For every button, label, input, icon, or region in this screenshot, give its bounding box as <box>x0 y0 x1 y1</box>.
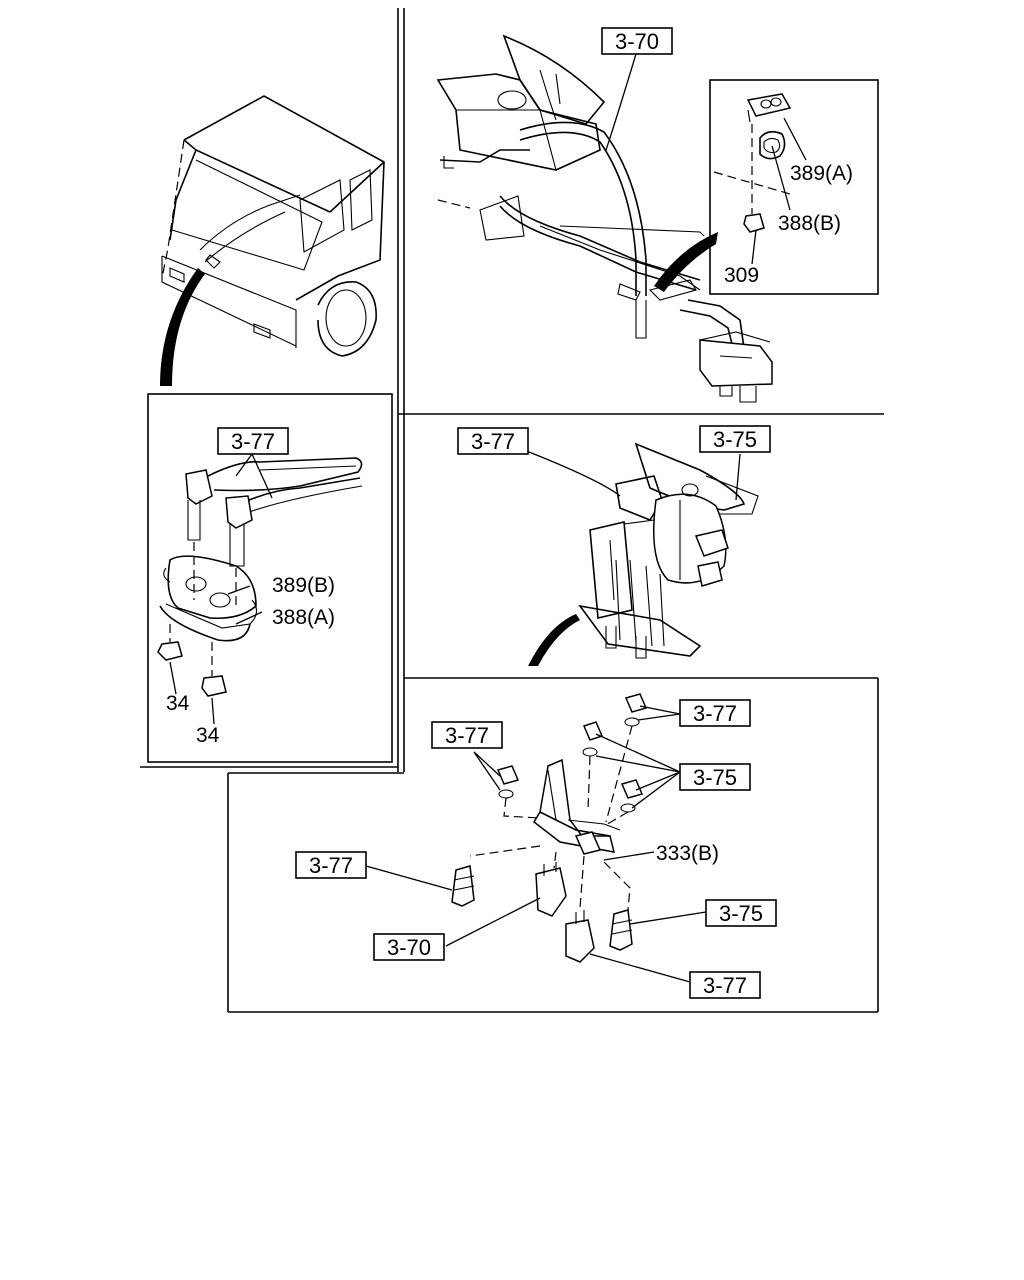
part-number-34-upper: 34 <box>166 692 190 715</box>
reference-box-bottom-bottom-right: 3-77 <box>689 971 761 999</box>
reference-box-bottom-top-left: 3-77 <box>431 721 503 749</box>
ref-label: 3-70 <box>387 935 431 960</box>
frame-lines <box>140 8 884 1013</box>
ref-label: 3-77 <box>693 701 737 726</box>
part-number-34-lower: 34 <box>196 724 220 747</box>
truck-cab-illustration <box>160 95 385 386</box>
ref-label: 3-77 <box>309 853 353 878</box>
lever-assembly-top <box>436 34 773 403</box>
reference-box-bottom-left: 3-77 <box>295 851 367 879</box>
ref-label: 3-70 <box>615 29 659 54</box>
part-number-309: 309 <box>724 264 759 287</box>
ref-label: 3-75 <box>719 901 763 926</box>
bracket-exploded-view <box>451 693 648 963</box>
ref-label: 3-75 <box>713 427 757 452</box>
inset-box-left <box>147 393 393 763</box>
reference-box-bottom-top-right: 3-77 <box>679 699 751 727</box>
ref-label: 3-77 <box>703 973 747 998</box>
part-number-389a: 389(A) <box>790 162 853 185</box>
inset-box-top-right <box>709 79 879 295</box>
reference-box-left-inset: 3-77 <box>217 427 289 455</box>
reference-box-bottom-right-2: 3-75 <box>705 899 777 927</box>
ref-label: 3-77 <box>471 429 515 454</box>
part-number-333b: 333(B) <box>656 842 719 865</box>
ref-label: 3-77 <box>445 723 489 748</box>
reference-box-top: 3-70 <box>601 27 673 55</box>
part-number-388a: 388(A) <box>272 606 335 629</box>
reference-box-bottom-center: 3-70 <box>373 933 445 961</box>
reference-box-bottom-right-1: 3-75 <box>679 763 751 791</box>
leader-lines <box>169 53 807 983</box>
reference-box-middle-left: 3-77 <box>457 427 529 455</box>
ref-label: 3-77 <box>231 429 275 454</box>
part-numbers: 389(A) 388(B) 309 389(B) 388(A) 34 34 33… <box>166 162 853 865</box>
reference-box-middle-right: 3-75 <box>699 425 771 453</box>
part-number-389b: 389(B) <box>272 574 335 597</box>
part-number-388b: 388(B) <box>778 212 841 235</box>
valve-assembly-middle <box>528 442 759 666</box>
ref-label: 3-75 <box>693 765 737 790</box>
